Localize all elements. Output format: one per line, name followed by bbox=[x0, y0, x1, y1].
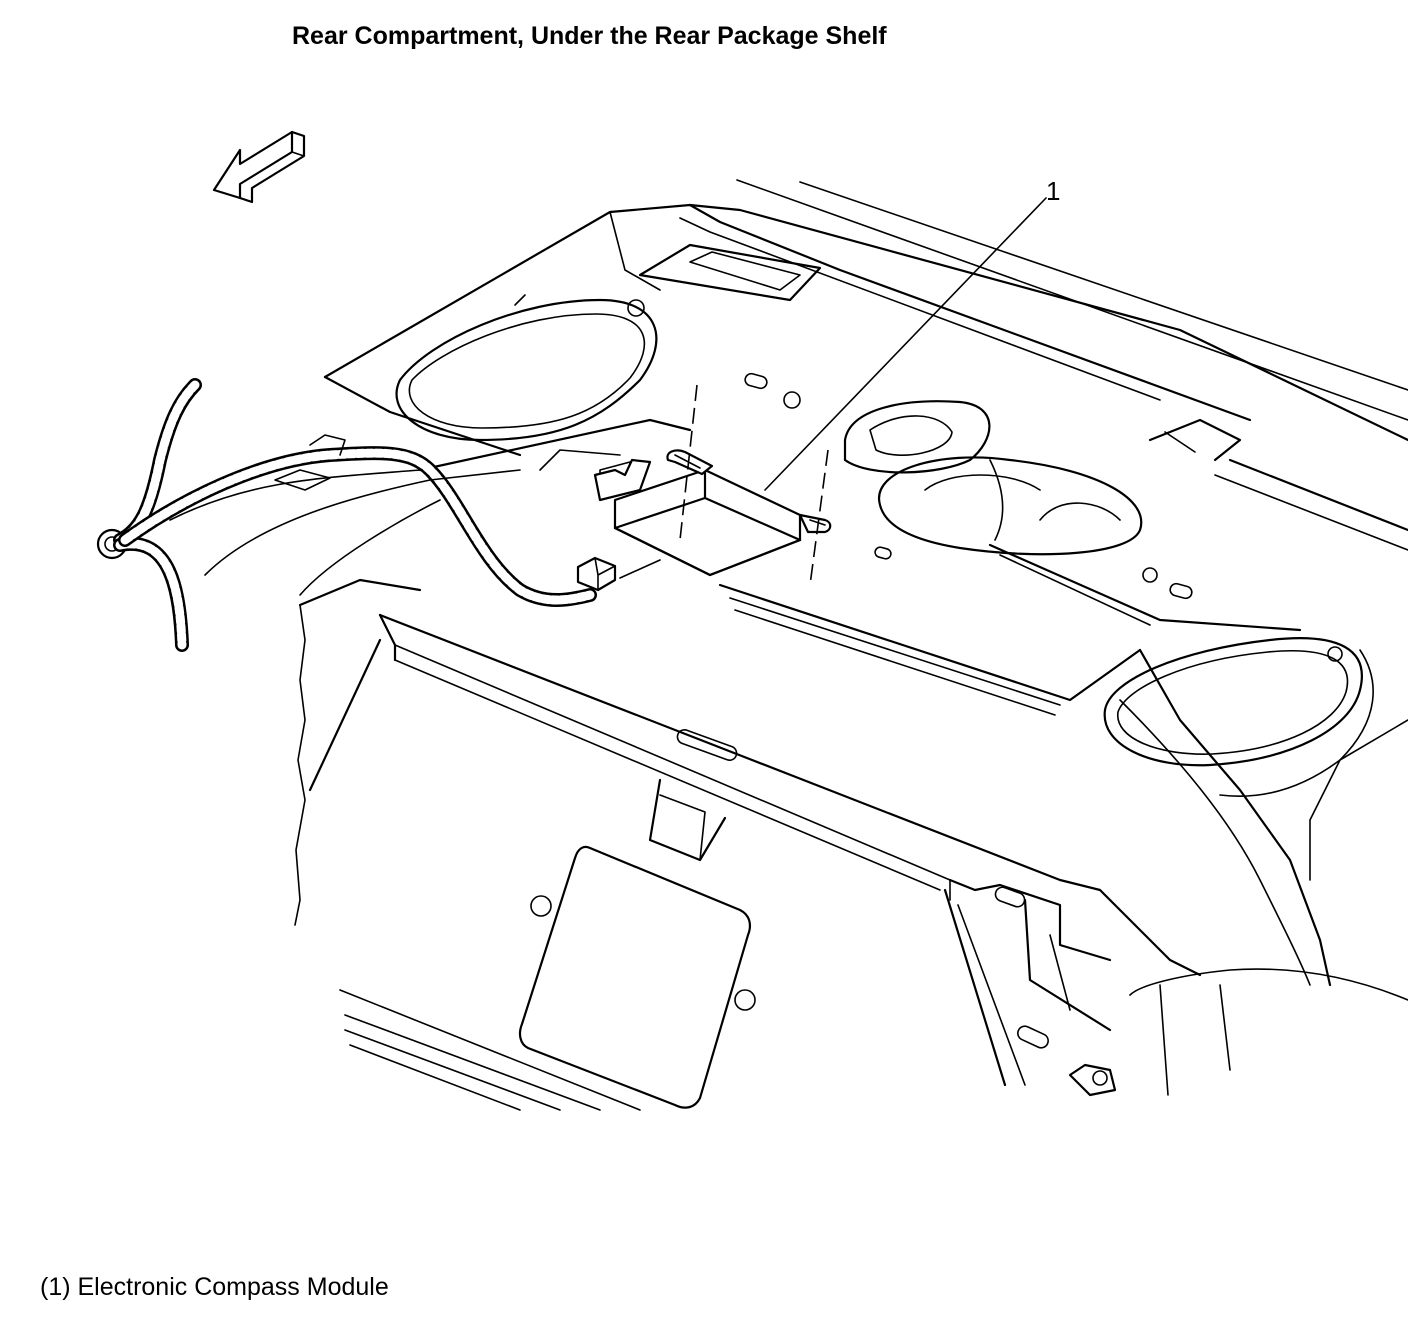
wiring-harness bbox=[96, 378, 597, 652]
legend-item-1: (1) Electronic Compass Module bbox=[40, 1273, 389, 1301]
alignment-lines bbox=[679, 384, 829, 586]
diagram-title: Rear Compartment, Under the Rear Package… bbox=[292, 22, 887, 50]
callout-1: 1 bbox=[764, 176, 1060, 491]
trunk-crossmember bbox=[294, 578, 1202, 1111]
package-shelf bbox=[323, 179, 1408, 1096]
front-direction-arrow-icon bbox=[212, 130, 306, 204]
callout-number-1: 1 bbox=[1046, 176, 1060, 206]
electronic-compass-module bbox=[576, 449, 832, 592]
